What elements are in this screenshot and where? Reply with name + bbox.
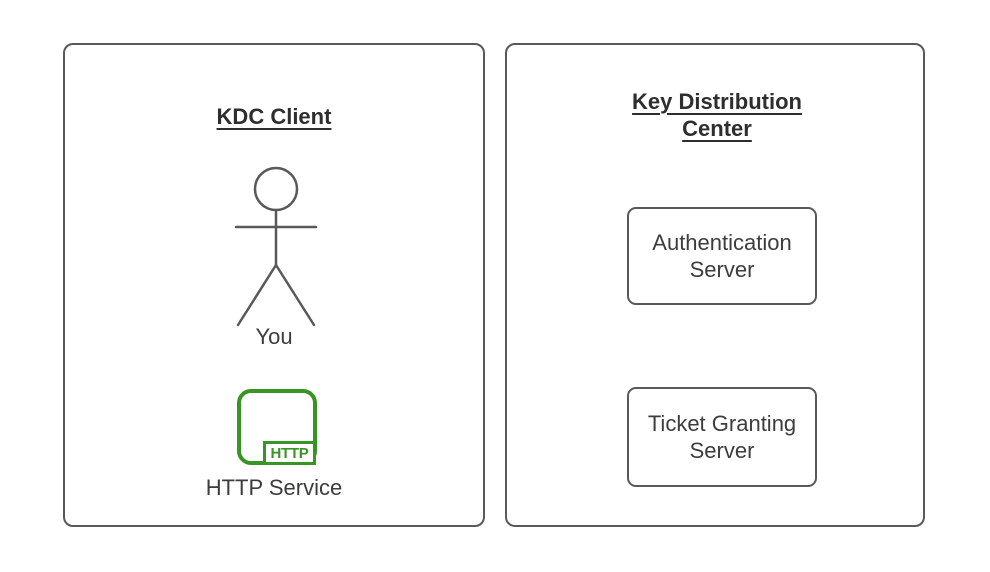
kdc-client-title: KDC Client (216, 104, 332, 129)
stick-figure-actor-icon (234, 166, 318, 327)
http-badge-label: HTTP (263, 441, 316, 465)
actor-label: You (255, 324, 293, 349)
authentication-server-label: Authentication Server (652, 230, 792, 282)
key-distribution-center-panel: Key Distribution Center Authentication S… (505, 43, 925, 527)
kdc-client-panel: KDC Client You HTTP HTTP Service (63, 43, 485, 527)
key-distribution-center-title: Key Distribution Center (632, 89, 802, 141)
ticket-granting-server-box: Ticket Granting Server (627, 387, 817, 487)
ticket-granting-server-label: Ticket Granting Server (647, 411, 797, 463)
http-service-icon: HTTP (237, 389, 317, 465)
http-service-label: HTTP Service (205, 475, 343, 500)
authentication-server-box: Authentication Server (627, 207, 817, 305)
